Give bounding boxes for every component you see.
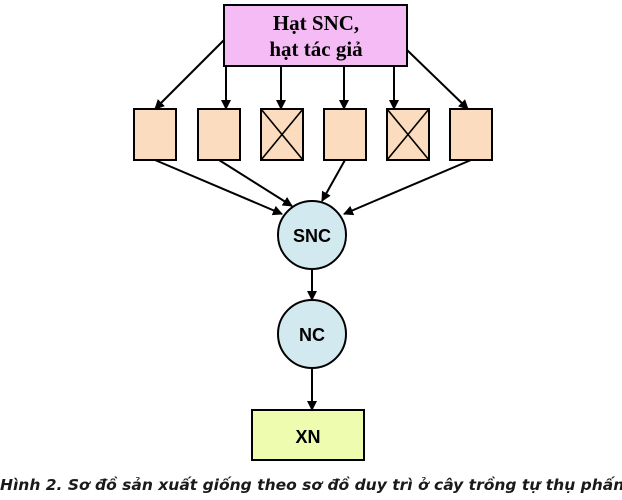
- plot-2: [197, 108, 241, 161]
- arrow-plot-4-to-snc: [321, 159, 346, 202]
- source-seed-label-line1: Hạt SNC,: [273, 11, 359, 35]
- plot-3: [260, 108, 304, 161]
- source-seed-label-line2: hạt tác giả: [269, 37, 363, 61]
- snc-label: SNC: [293, 226, 331, 246]
- plot-6: [449, 108, 493, 161]
- plot-1: [133, 108, 177, 161]
- xn-node: XN: [251, 409, 365, 461]
- plot-row: [133, 108, 493, 161]
- arrow-plot-1-to-snc: [154, 159, 283, 216]
- plot-5-cross-mark-b: [386, 108, 430, 161]
- arrow-plot-6-to-snc: [343, 159, 472, 216]
- arrows-plots-to-snc: [154, 159, 472, 216]
- arrow-plot-2-to-snc: [218, 159, 293, 207]
- nc-label: NC: [299, 325, 325, 345]
- xn-label: XN: [295, 427, 320, 447]
- plot-5: [386, 108, 430, 161]
- snc-node: SNC: [277, 200, 347, 270]
- source-seed-box: Hạt SNC, hạt tác giả: [223, 4, 408, 67]
- plot-4: [323, 108, 367, 161]
- arrow-source-to-plot-6: [406, 49, 469, 110]
- plot-3-cross-mark-b: [260, 108, 304, 161]
- seed-production-diagram: Hạt SNC, hạt tác giả SNC NC XN: [133, 4, 493, 461]
- figure-caption: Hình 2. Sơ đồ sản xuất giống theo sơ đồ …: [0, 476, 622, 494]
- nc-node: NC: [277, 299, 347, 369]
- arrow-source-to-plot-1: [154, 39, 225, 110]
- arrows-source-to-plots: [154, 39, 469, 110]
